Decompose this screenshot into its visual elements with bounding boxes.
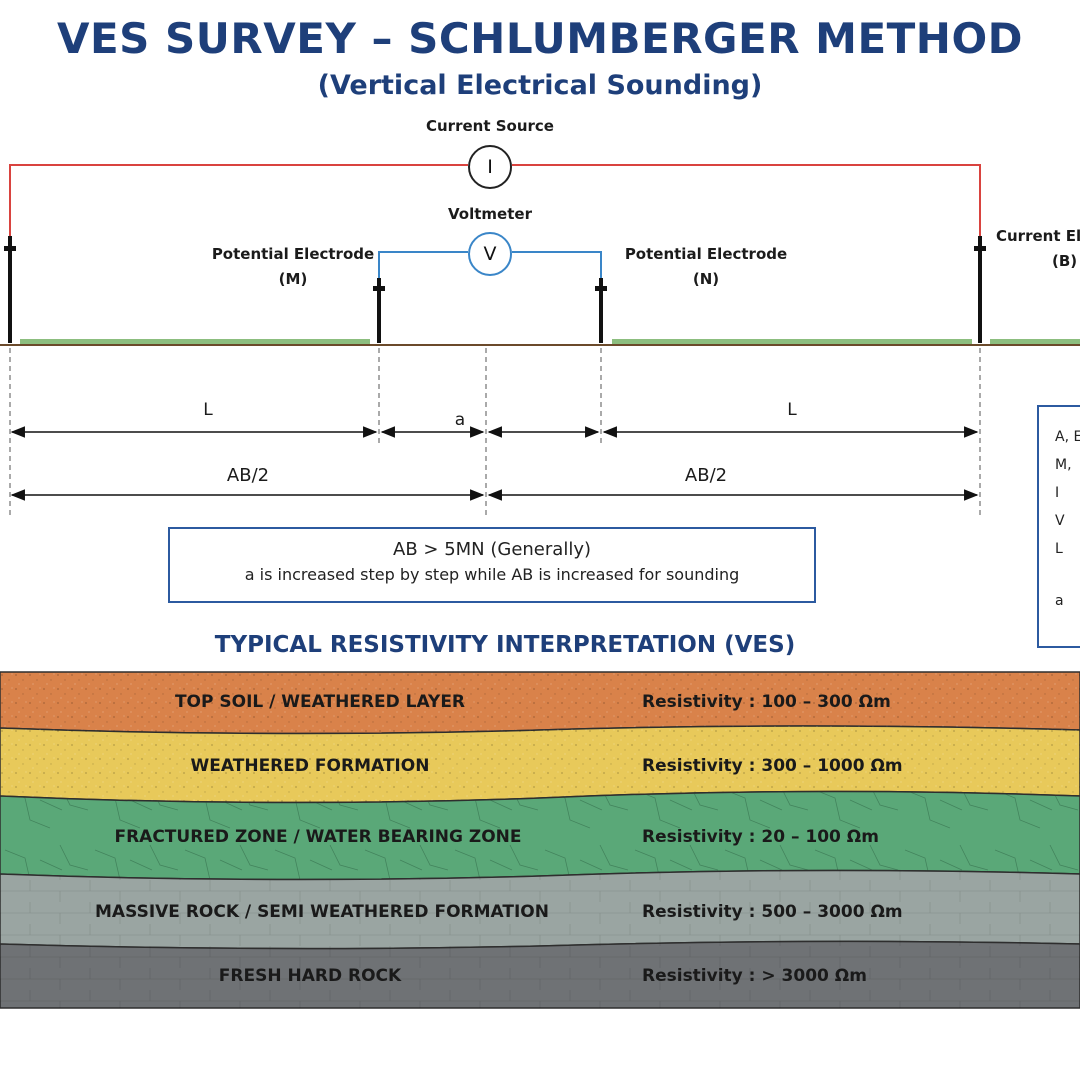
dim-label-left-l: L [203,400,213,420]
legend-item: L [1055,541,1063,557]
note-line-1: AB > 5MN (Generally) [393,539,591,560]
current-electrode-b [974,236,986,343]
layer-name: TOP SOIL / WEATHERED LAYER [174,692,466,712]
interpretation-title: TYPICAL RESISTIVITY INTERPRETATION (VES) [214,632,796,658]
current-electrode-b-title: Current El [996,227,1080,245]
current-electrode-a [4,236,16,343]
current-electrode-b-code: (B) [1052,252,1078,270]
potential-electrode-n-label: Potential Electrode (N) [606,242,806,292]
current-source-label: Current Source [426,117,554,135]
projection-lines [9,348,981,515]
page-title: VES SURVEY – SCHLUMBERGER METHOD [56,14,1024,63]
potential-electrode-n-title: Potential Electrode [624,245,788,263]
layer-resistivity: Resistivity : 20 – 100 Ωm [642,827,879,847]
dimension-arrows [10,426,979,501]
potential-electrode-m-code: (M) [278,270,308,288]
potential-circuit-wire [378,251,602,282]
potential-electrode-n [595,278,607,343]
subsurface-layers [0,671,1080,1009]
dim-label-right-l: L [787,400,797,420]
layer-name: FRESH HARD ROCK [218,966,402,986]
voltmeter-meter: V [468,232,512,276]
layer-resistivity: Resistivity : 100 – 300 Ωm [642,692,891,712]
legend-item: a [1055,593,1064,609]
layer-resistivity: Resistivity : 500 – 3000 Ωm [642,902,903,922]
current-circuit-wire [9,164,981,240]
note-line-2: a is increased step by step while AB is … [244,565,740,584]
potential-electrode-m [373,278,385,343]
page-subtitle: (Vertical Electrical Sounding) [317,70,763,101]
dim-label-right-half: AB/2 [684,465,728,486]
legend-item: V [1055,513,1065,529]
current-source-meter: I [468,145,512,189]
ground-surface [0,339,1080,346]
legend-box: A, E M, I V L a [1037,405,1080,648]
layer-resistivity: Resistivity : 300 – 1000 Ωm [642,756,903,776]
legend-item: I [1055,485,1060,501]
legend-item: A, E [1055,429,1080,445]
layer-resistivity: Resistivity : > 3000 Ωm [642,966,867,986]
potential-electrode-m-title: Potential Electrode [211,245,375,263]
layer-name: MASSIVE ROCK / SEMI WEATHERED FORMATION [95,902,549,922]
voltmeter-label: Voltmeter [448,205,532,223]
potential-electrode-m-label: Potential Electrode (M) [193,242,393,292]
current-electrode-b-label: Current El (B) [996,224,1080,274]
legend-item: M, [1055,457,1072,473]
dim-label-left-half: AB/2 [226,465,270,486]
note-box: AB > 5MN (Generally) a is increased step… [168,527,816,603]
potential-electrode-n-code: (N) [692,270,720,288]
dim-label-a: a [454,410,466,430]
layer-name: FRACTURED ZONE / WATER BEARING ZONE [114,827,522,847]
layer-name: WEATHERED FORMATION [190,756,430,776]
